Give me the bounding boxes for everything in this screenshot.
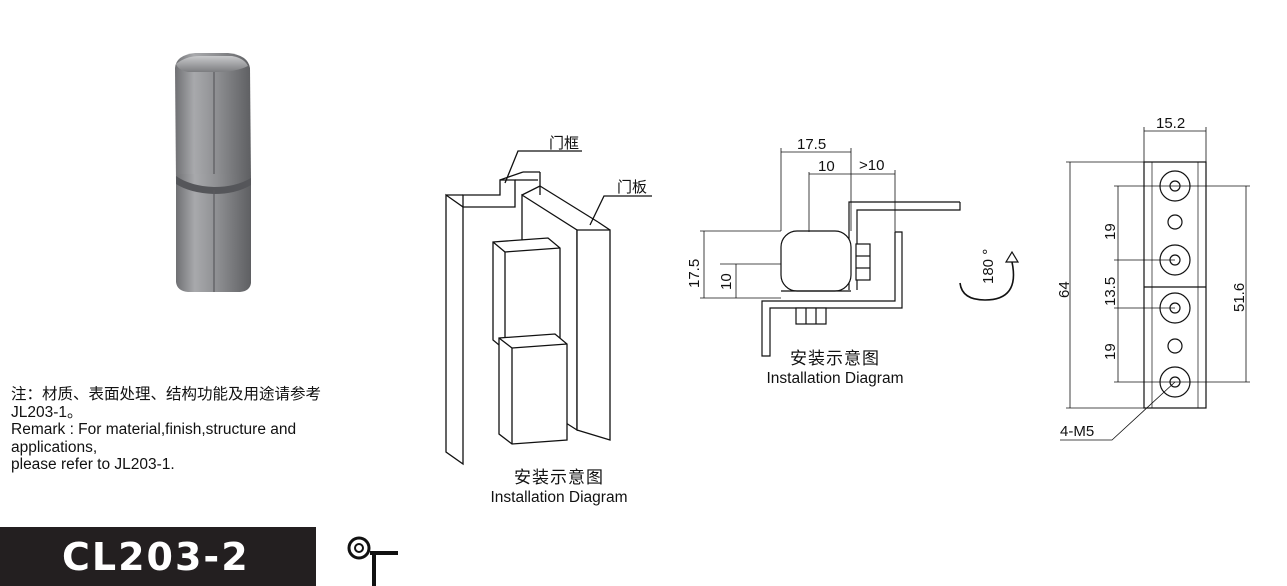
dim-left-inner: 10	[718, 273, 735, 290]
nut-right	[855, 243, 871, 281]
dim-left-outer: 17.5	[686, 259, 703, 288]
remark-note: 注：材质、表面处理、结构功能及用途请参考 JL203-1。 Remark : F…	[11, 386, 411, 474]
dim-hole-span: 51.6	[1231, 283, 1248, 312]
dim-height-total: 64	[1056, 281, 1073, 298]
door-frame-outline	[445, 193, 464, 466]
remark-line-zh: 注：材质、表面处理、结构功能及用途请参考	[11, 386, 322, 403]
diagram2-caption-zh: 安装示意图	[790, 349, 880, 368]
rotation-arrow-icon	[959, 261, 1015, 301]
dim-spacing-top: 19	[1102, 223, 1119, 240]
dim-width: 15.2	[1156, 115, 1185, 132]
dim-mid: 10	[818, 158, 835, 175]
dim-top: 17.5	[797, 136, 826, 153]
diagram1-caption-en: Installation Diagram	[490, 489, 628, 506]
frame-leader	[504, 150, 582, 184]
remark-line-en-2: applications,	[11, 438, 98, 456]
remark-line-en-3: please refer to JL203-1.	[11, 456, 175, 473]
diagram1-caption: 安装示意图 Installation Diagram	[459, 467, 659, 507]
remark-line-ref-zh: JL203-1。	[11, 403, 83, 421]
hinge-upper-knuckle	[175, 53, 251, 180]
dim-holes: 4-M5	[1060, 423, 1094, 440]
hinge-lower-knuckle	[176, 174, 251, 292]
dim-right: >10	[859, 157, 884, 174]
diagram2-caption: 安装示意图 Installation Diagram	[735, 348, 935, 388]
dim-spacing-mid: 13.5	[1102, 277, 1119, 306]
diagram1-caption-zh: 安装示意图	[514, 468, 604, 487]
label-door-panel: 门板	[617, 178, 647, 196]
dim-spacing-bottom: 19	[1102, 343, 1119, 360]
model-number: CL203-2	[62, 535, 250, 579]
label-door-frame: 门框	[549, 135, 579, 152]
rotation-label: 180 °	[980, 249, 997, 284]
model-badge: CL203-2	[0, 527, 316, 586]
panel-leader	[589, 195, 652, 226]
remark-line-en-1: Remark : For material,finish,structure a…	[11, 421, 297, 438]
nut-bottom	[795, 307, 827, 325]
diagram2-caption-en: Installation Diagram	[766, 370, 904, 387]
